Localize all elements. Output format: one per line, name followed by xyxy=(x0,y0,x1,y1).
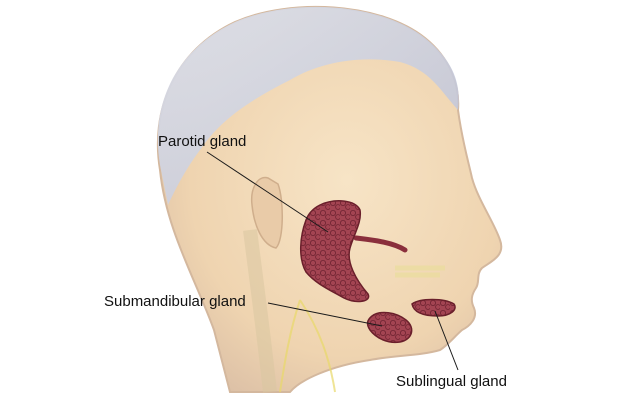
submandibular-label: Submandibular gland xyxy=(104,293,246,310)
parotid-leader-line xyxy=(206,151,329,233)
hair-shape xyxy=(157,6,459,205)
spine-hint xyxy=(243,229,277,393)
sublingual-label: Sublingual gland xyxy=(396,373,507,390)
parotid-label: Parotid gland xyxy=(158,133,246,150)
parotid-duct xyxy=(353,235,408,253)
submandibular-gland xyxy=(366,311,413,344)
teeth-hint xyxy=(395,265,445,278)
sublingual-gland xyxy=(411,298,456,317)
sublingual-leader-line xyxy=(434,310,459,371)
ear-shape xyxy=(250,176,284,249)
submandibular-leader-line xyxy=(267,302,383,327)
parotid-gland xyxy=(300,200,370,303)
